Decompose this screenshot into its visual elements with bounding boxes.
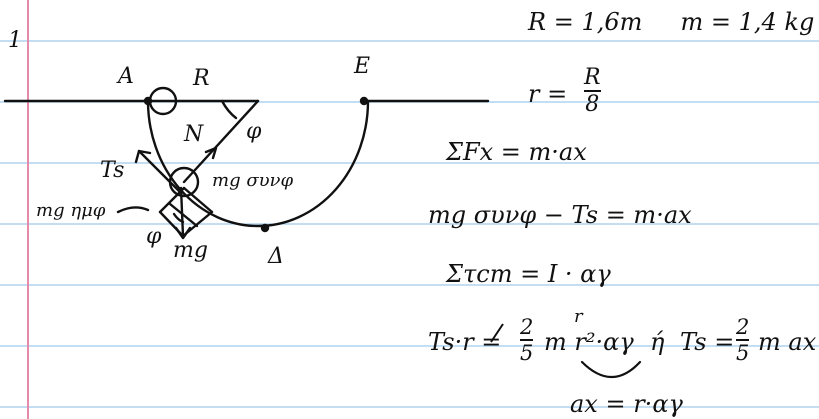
ball-at-A	[148, 86, 178, 116]
sum-fx-equation: ΣFx = m·ax	[446, 138, 587, 166]
torque-frac1-denominator: 5	[520, 341, 534, 366]
torque-fraction-2: 2 5	[736, 315, 750, 366]
r-definition-fraction: R 8	[584, 66, 601, 116]
connector-word: ή	[650, 328, 665, 356]
r-definition-lhs: r =	[528, 80, 568, 108]
parallelogram-2	[181, 210, 214, 238]
mg-vector	[179, 186, 185, 238]
fraction-bar	[520, 339, 534, 342]
torque-rhs-2: m ax	[758, 328, 817, 356]
label-A: A	[118, 64, 134, 89]
torque-fraction-1: 2 5	[520, 315, 534, 366]
phi-arc-bottom	[172, 212, 185, 224]
label-phi-top: φ	[246, 119, 262, 144]
rolling-condition: ax = r·αγ	[570, 390, 683, 418]
torque-frac2-denominator: 5	[736, 341, 750, 366]
fraction-bar	[736, 339, 750, 342]
parallelogram-3	[168, 202, 199, 228]
cancel-r-left	[490, 323, 504, 343]
point-E	[359, 96, 369, 106]
torque-lhs: Ts·r =	[428, 328, 502, 356]
ts-arrow	[137, 149, 182, 194]
label-Delta: Δ	[268, 244, 284, 269]
mg-sin-leader	[116, 206, 150, 214]
mg-cos-vector	[182, 186, 214, 214]
torque-rhs-1: m r²·αγ	[544, 328, 634, 356]
parallelogram-1	[158, 210, 185, 238]
label-mg: mg	[173, 238, 208, 263]
r-fraction-denominator: 8	[585, 92, 600, 118]
label-E: E	[354, 54, 371, 79]
phi-arc-top	[220, 99, 238, 120]
mg-sin-vector	[158, 186, 186, 214]
substitution-curve	[580, 360, 642, 378]
normal-line	[182, 99, 260, 184]
ts-arrow-head	[134, 149, 152, 164]
torque-lhs-2: Ts =	[680, 328, 735, 356]
point-Delta	[260, 223, 270, 233]
sum-torque-equation: Στcm = I · αγ	[446, 260, 611, 288]
fraction-bar	[584, 90, 601, 93]
label-phi-bottom: φ	[146, 224, 162, 249]
corner-mark: 1	[8, 28, 22, 53]
label-mg-sin: mg ημφ	[36, 200, 106, 221]
given-values: R = 1,6m m = 1,4 kg	[528, 8, 815, 36]
label-R: R	[193, 66, 210, 91]
label-Ts: Ts	[100, 158, 125, 183]
physics-diagram	[3, 86, 490, 240]
torque-frac2-numerator: 2	[736, 315, 750, 339]
semicircle-track	[146, 99, 370, 228]
torque-superscript-r: r	[574, 306, 583, 327]
label-mg-cos: mg συνφ	[212, 170, 294, 191]
normal-arrow-head	[204, 146, 218, 160]
r-fraction-numerator: R	[584, 65, 601, 90]
force-equation: mg συνφ − Ts = m·ax	[428, 201, 692, 229]
label-N: N	[184, 122, 204, 147]
torque-frac1-numerator: 2	[520, 315, 534, 339]
